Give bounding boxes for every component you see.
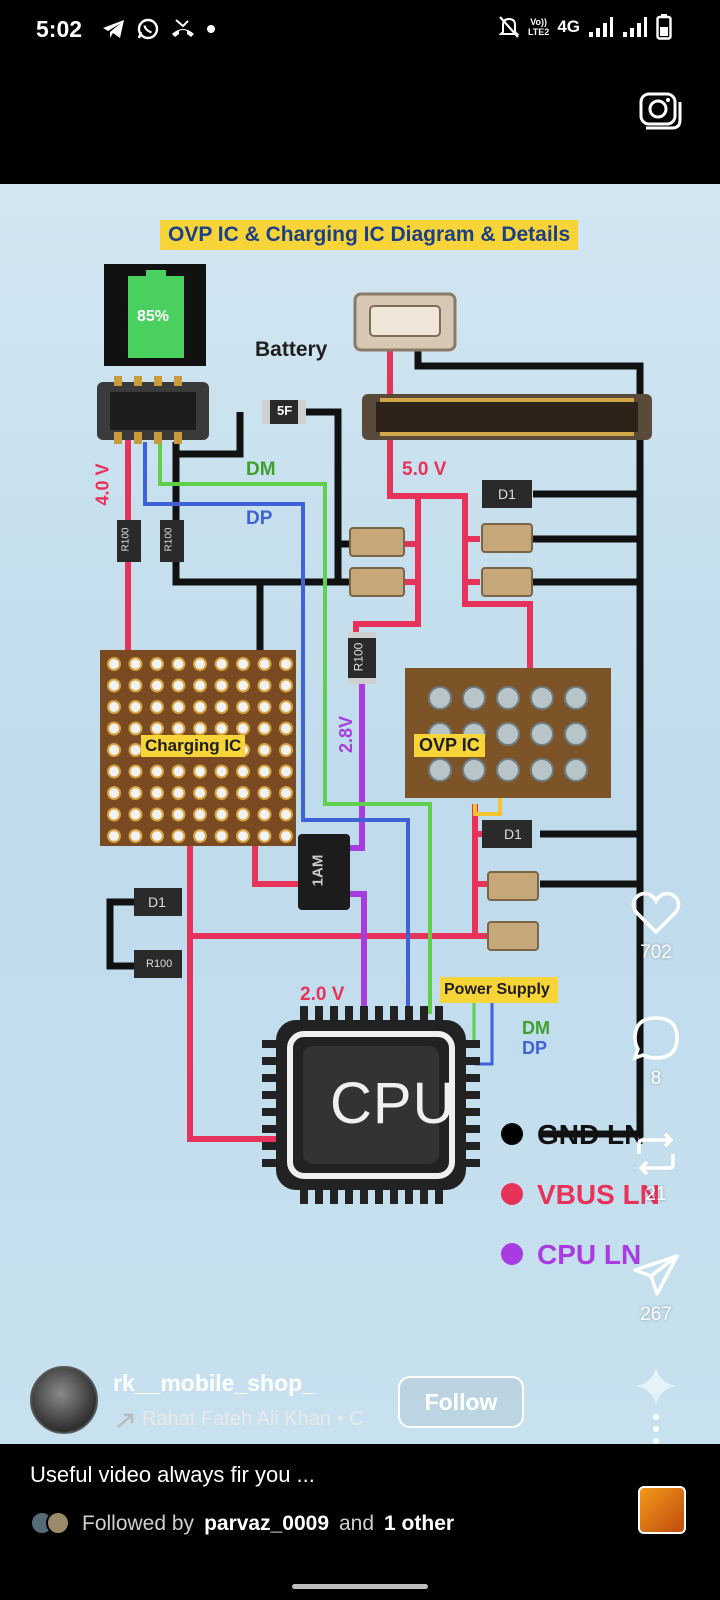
ovp-ic-balls xyxy=(428,686,588,782)
sparkle-icon[interactable] xyxy=(634,1364,678,1408)
like-count: 702 xyxy=(640,942,672,963)
status-bar: 5:02 Vo)) LTE2 4G xyxy=(0,0,720,60)
bottom-sheet: Useful video always fir you ... Followed… xyxy=(0,1444,720,1600)
r100-middle: R100 xyxy=(351,642,366,672)
camera-icon[interactable] xyxy=(638,88,682,132)
followed-prefix: Followed by xyxy=(82,1512,195,1535)
share-button[interactable]: 267 xyxy=(628,1252,684,1326)
status-time: 5:02 xyxy=(36,16,83,42)
like-button[interactable]: 702 xyxy=(628,890,684,964)
reels-top-bar xyxy=(0,60,720,180)
r100-left-1: R100 xyxy=(120,527,132,552)
reel-video[interactable]: OVP IC & Charging IC Diagram & Details xyxy=(0,184,720,1444)
cpu-label: CPU xyxy=(330,1071,456,1136)
author-username[interactable]: rk__mobile_shop_ xyxy=(113,1370,315,1396)
battery-percent: 85% xyxy=(137,308,170,325)
legend-gnd: GND LN xyxy=(537,1119,645,1150)
signal-icon xyxy=(589,17,613,37)
followed-and: and xyxy=(339,1512,375,1535)
dot-icon xyxy=(207,25,215,33)
charging-ic-balls xyxy=(107,657,293,843)
missed-call-icon xyxy=(172,19,194,37)
vbus-5v-label: 5.0 V xyxy=(402,459,447,480)
d1-bottom: D1 xyxy=(148,894,166,910)
followed-other: 1 other xyxy=(384,1512,455,1535)
reel-caption[interactable]: Useful video always fir you ... xyxy=(30,1462,315,1487)
circuit-diagram xyxy=(97,264,652,1265)
followed-by-row[interactable]: Followed by parvaz_0009 and 1 other xyxy=(30,1511,454,1537)
author-row: rk__mobile_shop_ Rahat Fateh Ali Khan • … xyxy=(0,1362,720,1442)
volte-indicator: Vo)) LTE2 xyxy=(527,17,550,37)
transistor-label: 1AM xyxy=(309,854,327,887)
mute-icon xyxy=(498,16,520,38)
notification-icons xyxy=(102,17,216,41)
r100-left-2: R100 xyxy=(163,527,175,552)
power-supply-label: Power Supply xyxy=(444,981,550,998)
followed-user: parvaz_0009 xyxy=(204,1512,329,1535)
dm-label: DM xyxy=(246,459,276,480)
repost-button[interactable]: 21 xyxy=(628,1130,684,1206)
diagram-title: OVP IC & Charging IC Diagram & Details xyxy=(160,220,579,250)
r100-bottom: R100 xyxy=(146,958,173,970)
whatsapp-icon xyxy=(137,18,159,40)
d1-top: D1 xyxy=(498,486,516,502)
system-status-icons: Vo)) LTE2 4G xyxy=(498,14,672,40)
cpu-dp-label: DP xyxy=(522,1038,548,1058)
heart-icon xyxy=(631,891,681,935)
connector-label: 5F xyxy=(277,403,293,418)
battery-icon xyxy=(656,14,672,40)
share-count: 267 xyxy=(640,1304,672,1325)
cpu-2v-label: 2.0 V xyxy=(300,984,345,1005)
charging-ic-label: Charging IC xyxy=(141,735,246,757)
audio-thumbnail[interactable] xyxy=(638,1486,686,1534)
battery-label: Battery xyxy=(255,338,328,361)
legend-cpu: CPU LN xyxy=(537,1239,642,1270)
author-avatar[interactable] xyxy=(30,1366,98,1434)
dp-label: DP xyxy=(246,508,273,529)
signal-icon-2 xyxy=(623,17,647,37)
telegram-icon xyxy=(103,20,124,38)
send-icon xyxy=(633,1254,679,1296)
cpu-dm-label: DM xyxy=(522,1018,550,1038)
comment-count: 8 xyxy=(650,1068,662,1089)
audio-arrow-icon xyxy=(117,1413,134,1428)
home-indicator xyxy=(292,1584,428,1589)
network-type: 4G xyxy=(557,17,580,36)
follow-button[interactable]: Follow xyxy=(398,1376,524,1428)
repost-icon xyxy=(637,1132,675,1176)
legend-vbus: VBUS LN xyxy=(537,1179,660,1210)
audio-title: Rahat Fateh Ali Khan • C xyxy=(142,1408,364,1430)
repost-count: 21 xyxy=(645,1184,667,1205)
vbus-4v-label: 4.0 V xyxy=(92,463,113,506)
more-options-icon[interactable] xyxy=(650,1412,662,1446)
cpu-2-8v-label: 2.8V xyxy=(336,715,357,754)
action-rail: 702 8 21 267 xyxy=(610,890,720,1450)
comment-icon xyxy=(632,1016,679,1061)
comment-button[interactable]: 8 xyxy=(628,1014,684,1090)
follower-avatars xyxy=(30,1511,72,1537)
d1-middle: D1 xyxy=(504,826,522,842)
audio-info[interactable]: Rahat Fateh Ali Khan • C xyxy=(116,1408,364,1431)
ovp-ic-label: OVP IC xyxy=(414,734,485,757)
